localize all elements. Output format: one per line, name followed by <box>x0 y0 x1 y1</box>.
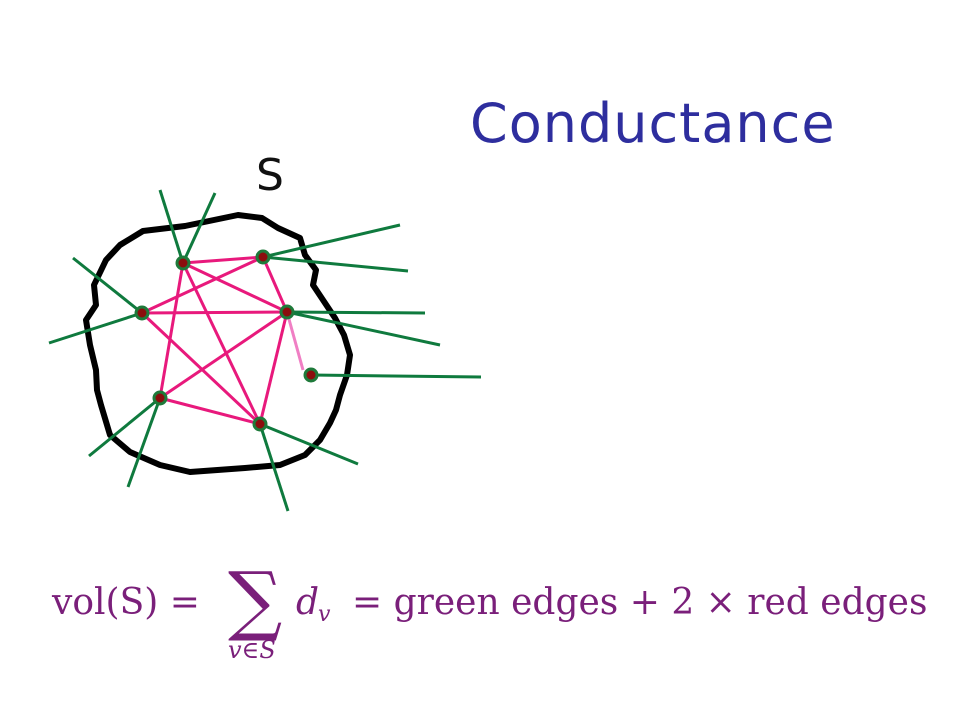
node <box>175 255 191 271</box>
formula-lhs: vol(S) = <box>52 582 200 623</box>
green-edges <box>48 189 482 512</box>
node <box>252 416 268 432</box>
green-edge <box>181 192 217 264</box>
red-edge <box>182 261 288 314</box>
green-edge <box>286 310 426 315</box>
set-s-label: S <box>256 150 284 201</box>
green-edge <box>259 422 359 466</box>
sum-subscript: v∈S <box>228 636 276 664</box>
green-edge <box>286 310 441 347</box>
formula-rhs: = green edges + 2 × red edges <box>352 582 928 623</box>
node <box>255 249 271 265</box>
red-edge <box>258 311 289 425</box>
red-edge <box>141 255 264 315</box>
formula-term: d <box>296 582 320 623</box>
set-boundary <box>83 212 353 475</box>
red-edge <box>141 310 288 315</box>
green-edge <box>262 223 401 259</box>
red-edge <box>182 255 264 265</box>
nodes <box>134 249 319 432</box>
slide-title: Conductance <box>470 92 836 155</box>
green-edge <box>158 189 185 264</box>
volume-formula: vol(S) = ∑ v∈S d v = green edges + 2 × r… <box>52 562 932 680</box>
green-edge <box>88 396 161 458</box>
pink-edge <box>285 311 305 371</box>
node <box>279 304 295 320</box>
green-edge <box>48 311 143 345</box>
sum-symbol: ∑ <box>228 555 283 644</box>
node <box>134 305 150 321</box>
red-edge <box>158 262 185 399</box>
formula-term-subscript: v <box>318 602 331 627</box>
green-edge <box>72 256 143 315</box>
red-edge <box>159 396 261 426</box>
red-edges <box>140 255 305 426</box>
red-edge <box>261 256 289 313</box>
red-edge <box>181 262 262 425</box>
green-edge <box>310 373 482 379</box>
green-edge <box>258 423 290 512</box>
green-edge <box>126 397 162 488</box>
node <box>152 390 168 406</box>
red-edge <box>159 310 288 400</box>
node <box>303 367 319 383</box>
green-edge <box>262 255 409 273</box>
